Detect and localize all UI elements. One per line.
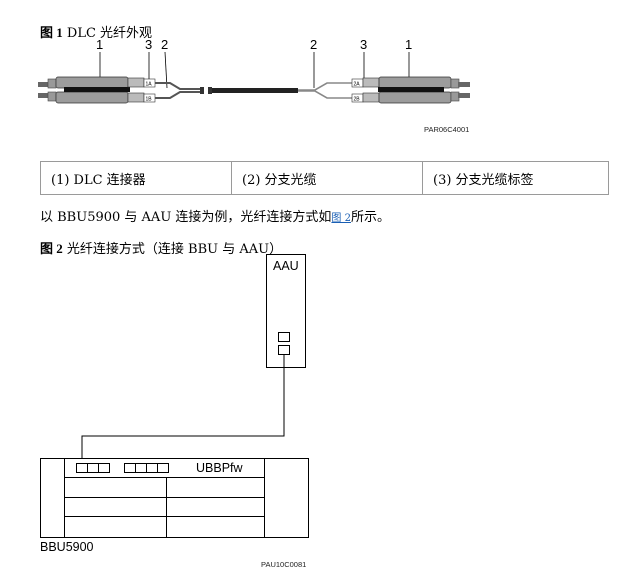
legend-item-branch-label: (3) 分支光缆标签 [422,161,609,195]
ubbp-ports [76,463,169,473]
callout-connector-left: 1 [96,37,104,52]
fiber-cable-line [81,354,285,462]
aau-port-upper [278,332,290,342]
figure-2-code: PAU10C0081 [261,560,307,569]
port-label-2a: 2A [354,82,361,88]
port-label-1a: 1A [146,82,153,88]
callout-cable-right: 2 [310,37,318,52]
body-paragraph: 以 BBU5900 与 AAU 连接为例，光纤连接方式如图 2所示。 [40,206,390,225]
callout-connector-right: 1 [405,37,413,52]
callout-label-right: 3 [360,37,368,52]
legend-item-connector: (1) DLC 连接器 [40,161,232,195]
bbu-label: BBU5900 [40,540,94,554]
port-label-1b: 1B [146,97,153,103]
dlc-fiber-illustration: 1A 1B 2A 2B [38,51,470,104]
aau-label: AAU [273,259,299,273]
legend-row: (1) DLC 连接器 (2) 分支光缆 (3) 分支光缆标签 [40,161,609,195]
paragraph-text-after: 所示。 [350,210,390,225]
aau-port-lower [278,345,290,355]
callout-label-left: 3 [145,37,153,52]
figure-1-caption: DLC 光纤外观 [66,26,153,41]
paragraph-text-before: 以 BBU5900 与 AAU 连接为例，光纤连接方式如 [40,210,332,225]
legend-table: (1) DLC 连接器 (2) 分支光缆 (3) 分支光缆标签 [40,161,609,195]
legend-item-branch-cable: (2) 分支光缆 [231,161,423,195]
port-label-2b: 2B [354,97,361,103]
figure-2-link[interactable]: 图 2 [331,213,351,224]
figure-1-title: 图 1 DLC 光纤外观 [40,25,152,42]
ubbp-board-label: UBBPfw [196,461,243,475]
callout-cable-left: 2 [161,37,169,52]
figure-1-code: PAR06C4001 [424,125,470,134]
dlc-connector-right [362,76,470,104]
figure-2-number: 图 2 [40,241,63,256]
figure-1-number: 图 1 [40,25,63,40]
dlc-connector-left [38,76,145,104]
figure-2-title: 图 2 光纤连接方式（连接 BBU 与 AAU） [40,241,282,258]
figure-2-caption: 光纤连接方式（连接 BBU 与 AAU） [66,242,283,257]
